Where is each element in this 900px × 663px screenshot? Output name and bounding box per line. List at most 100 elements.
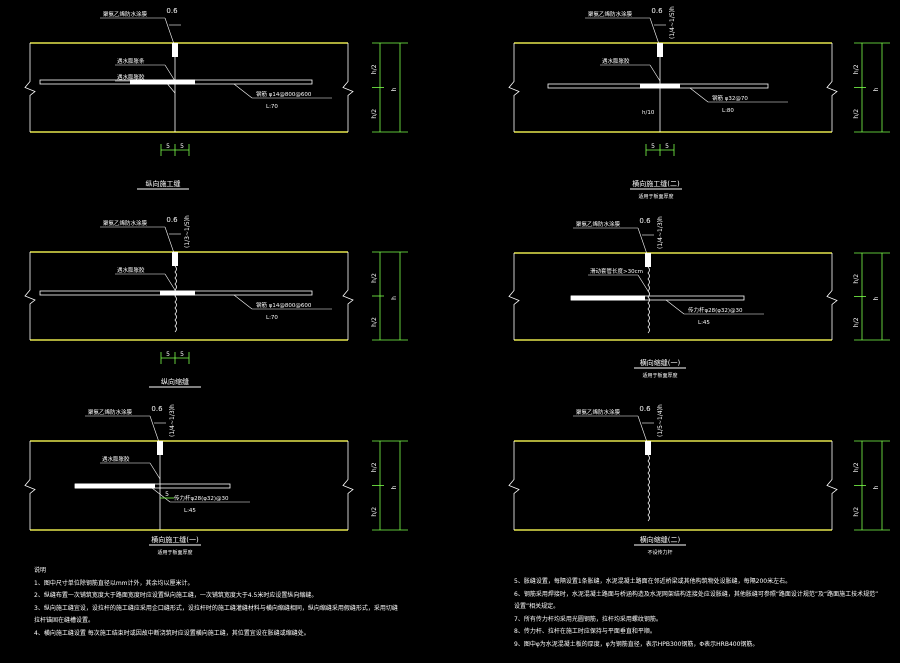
membrane-leader-diag bbox=[164, 226, 176, 257]
depth-label: (1/5~1/4)h bbox=[657, 404, 664, 437]
membrane-label: 聚氨乙烯防水涂膜 bbox=[576, 220, 621, 228]
bar-sleeve bbox=[640, 83, 680, 89]
bar-label: 钢筋 φ14@800@600 bbox=[256, 301, 312, 309]
bar-sleeve bbox=[75, 483, 155, 489]
dim-left-label: 5 bbox=[166, 351, 170, 358]
half-height-label: h/2 bbox=[853, 462, 860, 472]
depth-label: (1/4~1/5)h bbox=[669, 6, 676, 39]
label2-leader-diag bbox=[164, 64, 176, 82]
total-height-label: h bbox=[391, 485, 398, 489]
gap-width-label: 0.6 bbox=[651, 7, 663, 15]
panel-subtitle: 不设传力杆 bbox=[647, 549, 672, 556]
panel-title: 纵向施工缝 bbox=[146, 179, 181, 188]
note-5: 5、胀缝设置，每隔设置1条胀缝，水泥混凝土路面在邻近桥梁或其他构筑物处设胀缝，每… bbox=[514, 578, 792, 585]
total-height-label: h bbox=[873, 296, 880, 300]
half-height-label: h/2 bbox=[371, 507, 378, 517]
dim-right-label: 5 bbox=[165, 491, 169, 498]
dim-left-label: 5 bbox=[651, 143, 655, 150]
dim-left-label: 5 bbox=[166, 143, 170, 150]
half-height-label: h/2 bbox=[371, 462, 378, 472]
depth-label: (1/4~1/3)h bbox=[657, 216, 664, 249]
sealant-block bbox=[172, 252, 178, 266]
membrane-label: 聚氨乙烯防水涂膜 bbox=[576, 408, 621, 416]
dim-right-label: 5 bbox=[180, 351, 184, 358]
panel-subtitle: 适用于板面厚度 bbox=[638, 193, 673, 200]
label2-leader-diag bbox=[149, 462, 161, 480]
note-7: 7、所有传力杆均采用光圆钢筋，拉杆均采用螺纹钢筋。 bbox=[514, 615, 662, 623]
break-mark-right bbox=[342, 43, 354, 132]
bar-sleeve bbox=[130, 79, 195, 85]
membrane-leader-diag bbox=[149, 415, 161, 446]
panel-subtitle: 适用于板面厚度 bbox=[157, 549, 192, 556]
sealant-block bbox=[645, 441, 651, 455]
label2: 遇水膨胀胶 bbox=[102, 455, 130, 463]
label3: 遇水膨胀胶 bbox=[117, 73, 145, 81]
break-mark-right bbox=[826, 441, 838, 530]
note-6b: 设置”相关规定。 bbox=[514, 603, 560, 610]
label3-leader-diag bbox=[164, 80, 176, 94]
label2-leader-diag bbox=[164, 273, 176, 291]
break-mark-left bbox=[508, 441, 520, 530]
half-height-label: h/2 bbox=[371, 317, 378, 327]
membrane-label: 聚氨乙烯防水涂膜 bbox=[103, 219, 148, 227]
panel-title: 横向施工缝(一) bbox=[151, 535, 199, 544]
bar-length-label: L:70 bbox=[266, 315, 278, 321]
half-height-label: h/2 bbox=[853, 317, 860, 327]
bar-label: 钢筋 φ32@70 bbox=[712, 94, 748, 102]
panel-title: 横向缩缝(二) bbox=[640, 535, 681, 544]
note-6: 6、钢筋采用焊接时，水泥混凝土路面与桥涵构造及水泥网架结构连接处应设胀缝，其他胀… bbox=[514, 590, 879, 598]
note-9: 9、图中φ为水泥混凝土板的厚度，φ为钢筋直径，表示HPB300钢筋，Φ表示HRB… bbox=[514, 640, 759, 648]
label2-leader-diag bbox=[637, 274, 649, 292]
bar-sleeve bbox=[571, 295, 645, 301]
half-height-label: h/2 bbox=[853, 274, 860, 284]
break-mark-left bbox=[508, 43, 520, 132]
bar-label: 传力杆φ28(φ32)@30 bbox=[174, 494, 229, 502]
half-height-label: h/2 bbox=[853, 109, 860, 119]
break-mark-right bbox=[826, 253, 838, 340]
label2-leader-diag bbox=[649, 64, 661, 82]
sealant-block bbox=[657, 43, 663, 57]
bar-length-label: L:80 bbox=[722, 108, 734, 114]
label2: 遇水膨胀胶 bbox=[602, 57, 630, 65]
half-height-label: h/2 bbox=[371, 109, 378, 119]
total-height-label: h bbox=[873, 485, 880, 489]
depth-label: (1/4~1/3)h bbox=[169, 404, 176, 437]
dim-right-label: 5 bbox=[180, 143, 184, 150]
break-mark-left bbox=[24, 43, 36, 132]
break-mark-right bbox=[342, 252, 354, 340]
break-mark-left bbox=[24, 441, 36, 530]
membrane-leader-diag bbox=[637, 415, 649, 446]
break-mark-right bbox=[342, 441, 354, 530]
depth-label: (1/3~1/5)h bbox=[184, 215, 191, 248]
panel-title: 横向施工缝(二) bbox=[632, 179, 680, 188]
label2: 滑动套管长度>30cm bbox=[590, 267, 643, 275]
break-mark-right bbox=[826, 43, 838, 132]
notes-right: 5、胀缝设置，每隔设置1条胀缝，水泥混凝土路面在邻近桥梁或其他构筑物处设胀缝，每… bbox=[514, 576, 878, 651]
bar-leader-diag bbox=[665, 299, 685, 315]
note-3: 3、纵向施工缝宜设，设拉杆的施工缝应采用企口缝形式，设拉杆时的施工缝灌缝材料与横… bbox=[34, 604, 398, 612]
bar-label: 钢筋 φ14@800@600 bbox=[256, 90, 312, 98]
bar-leader-diag bbox=[233, 294, 253, 310]
bar-leader-diag bbox=[689, 87, 709, 103]
offset-label: h/10 bbox=[642, 110, 655, 116]
panel-title: 横向缩缝(一) bbox=[640, 358, 681, 367]
membrane-label: 聚氨乙烯防水涂膜 bbox=[88, 408, 133, 416]
bar-leader-diag bbox=[233, 83, 253, 99]
bar-length-label: L:70 bbox=[266, 104, 278, 110]
panel-p5: 0.6聚氨乙烯防水涂膜(1/4~1/3)h遇水膨胀胶传力杆φ28(φ32)@30… bbox=[24, 404, 408, 556]
half-height-label: h/2 bbox=[371, 273, 378, 283]
gap-width-label: 0.6 bbox=[166, 216, 178, 224]
membrane-leader-diag bbox=[164, 17, 176, 48]
total-height-label: h bbox=[873, 87, 880, 91]
membrane-leader-diag bbox=[649, 17, 661, 48]
note-1: 1、图中尺寸单位除钢筋直径以mm计外，其余均以厘米计。 bbox=[34, 579, 194, 587]
membrane-leader-diag bbox=[637, 227, 649, 258]
membrane-label: 聚氨乙烯防水涂膜 bbox=[103, 10, 148, 18]
sealant-block bbox=[645, 253, 651, 267]
half-height-label: h/2 bbox=[853, 64, 860, 74]
